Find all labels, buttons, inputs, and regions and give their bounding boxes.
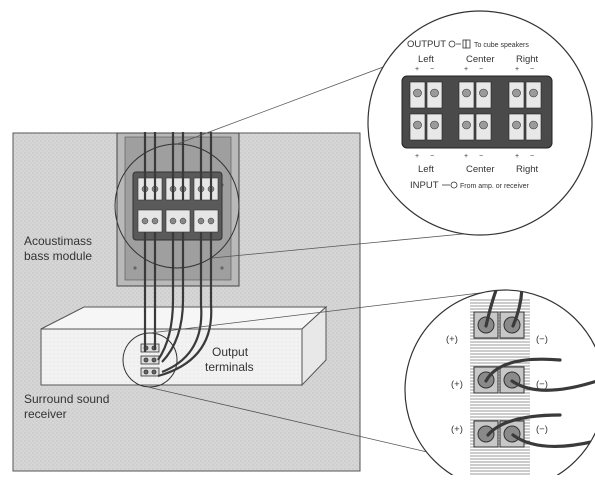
receiver-output-terminals — [140, 343, 160, 377]
plus-mark: + — [464, 66, 468, 73]
output-channel-center: Center — [466, 54, 495, 65]
plus-label-2: (+) — [451, 379, 463, 390]
output-symbol-icon — [448, 39, 471, 49]
zoom-leader-lines — [147, 59, 489, 456]
minus-mark: − — [479, 153, 483, 160]
bass-module — [116, 132, 240, 287]
plus-mark: + — [515, 153, 519, 160]
panel-terminal-screw — [479, 88, 488, 98]
panel-terminal-screw — [430, 120, 439, 130]
input-channel-center: Center — [466, 164, 495, 175]
plus-mark: + — [515, 66, 519, 73]
minus-mark: − — [430, 66, 434, 73]
output-channel-right: Right — [516, 54, 539, 65]
panel-terminal-screw — [529, 120, 538, 130]
panel-terminal-screw — [462, 88, 471, 98]
bass-module-label-line2: bass module — [24, 249, 92, 263]
speaker-wires — [143, 132, 213, 378]
plus-mark: + — [415, 66, 419, 73]
minus-label-1: (−) — [536, 334, 548, 345]
minus-label-3: (−) — [536, 424, 548, 435]
panel-terminal-screw — [430, 88, 439, 98]
panel-terminal-screw — [413, 120, 422, 130]
panel-terminals — [409, 81, 542, 141]
terminal-zoom-wires — [484, 290, 595, 448]
output-word: OUTPUT — [407, 39, 446, 50]
plus-mark: + — [415, 153, 419, 160]
panel-terminal-screw — [479, 120, 488, 130]
input-channel-right: Right — [516, 164, 539, 175]
plus-label-1: (+) — [446, 334, 458, 345]
output-to-text: To cube speakers — [474, 42, 529, 49]
minus-label-2: (−) — [536, 379, 548, 390]
panel-terminal-screw — [462, 120, 471, 130]
panel-terminal-screw — [529, 88, 538, 98]
minus-mark: − — [530, 153, 534, 160]
panel-zoom: OUTPUT To cube speakers Left Center Righ… — [367, 10, 593, 236]
output-terminals-label-line1: Output — [212, 345, 249, 359]
receiver-terminal-screw — [477, 425, 495, 443]
panel-terminal-screw — [413, 88, 422, 98]
minus-mark: − — [479, 66, 483, 73]
input-from-text: From amp. or receiver — [460, 183, 530, 190]
receiver-label-line1: Surround sound — [24, 392, 109, 406]
terminal-zoom: (+) (−) (+) (−) (+) (−) — [404, 289, 595, 480]
bass-module-label-line1: Acoustimass — [24, 234, 92, 248]
input-channel-left: Left — [418, 164, 434, 175]
panel-terminal-screw — [512, 120, 521, 130]
receiver-label-line2: receiver — [24, 407, 67, 421]
surround-receiver — [40, 305, 328, 387]
plus-mark: + — [464, 153, 468, 160]
output-channel-left: Left — [418, 54, 434, 65]
plus-label-3: (+) — [451, 424, 463, 435]
input-word: INPUT — [410, 180, 439, 191]
panel-terminal-screw — [512, 88, 521, 98]
minus-mark: − — [530, 66, 534, 73]
output-terminals-label-line2: terminals — [205, 360, 254, 374]
minus-mark: − — [430, 153, 434, 160]
input-symbol-icon — [442, 181, 458, 189]
